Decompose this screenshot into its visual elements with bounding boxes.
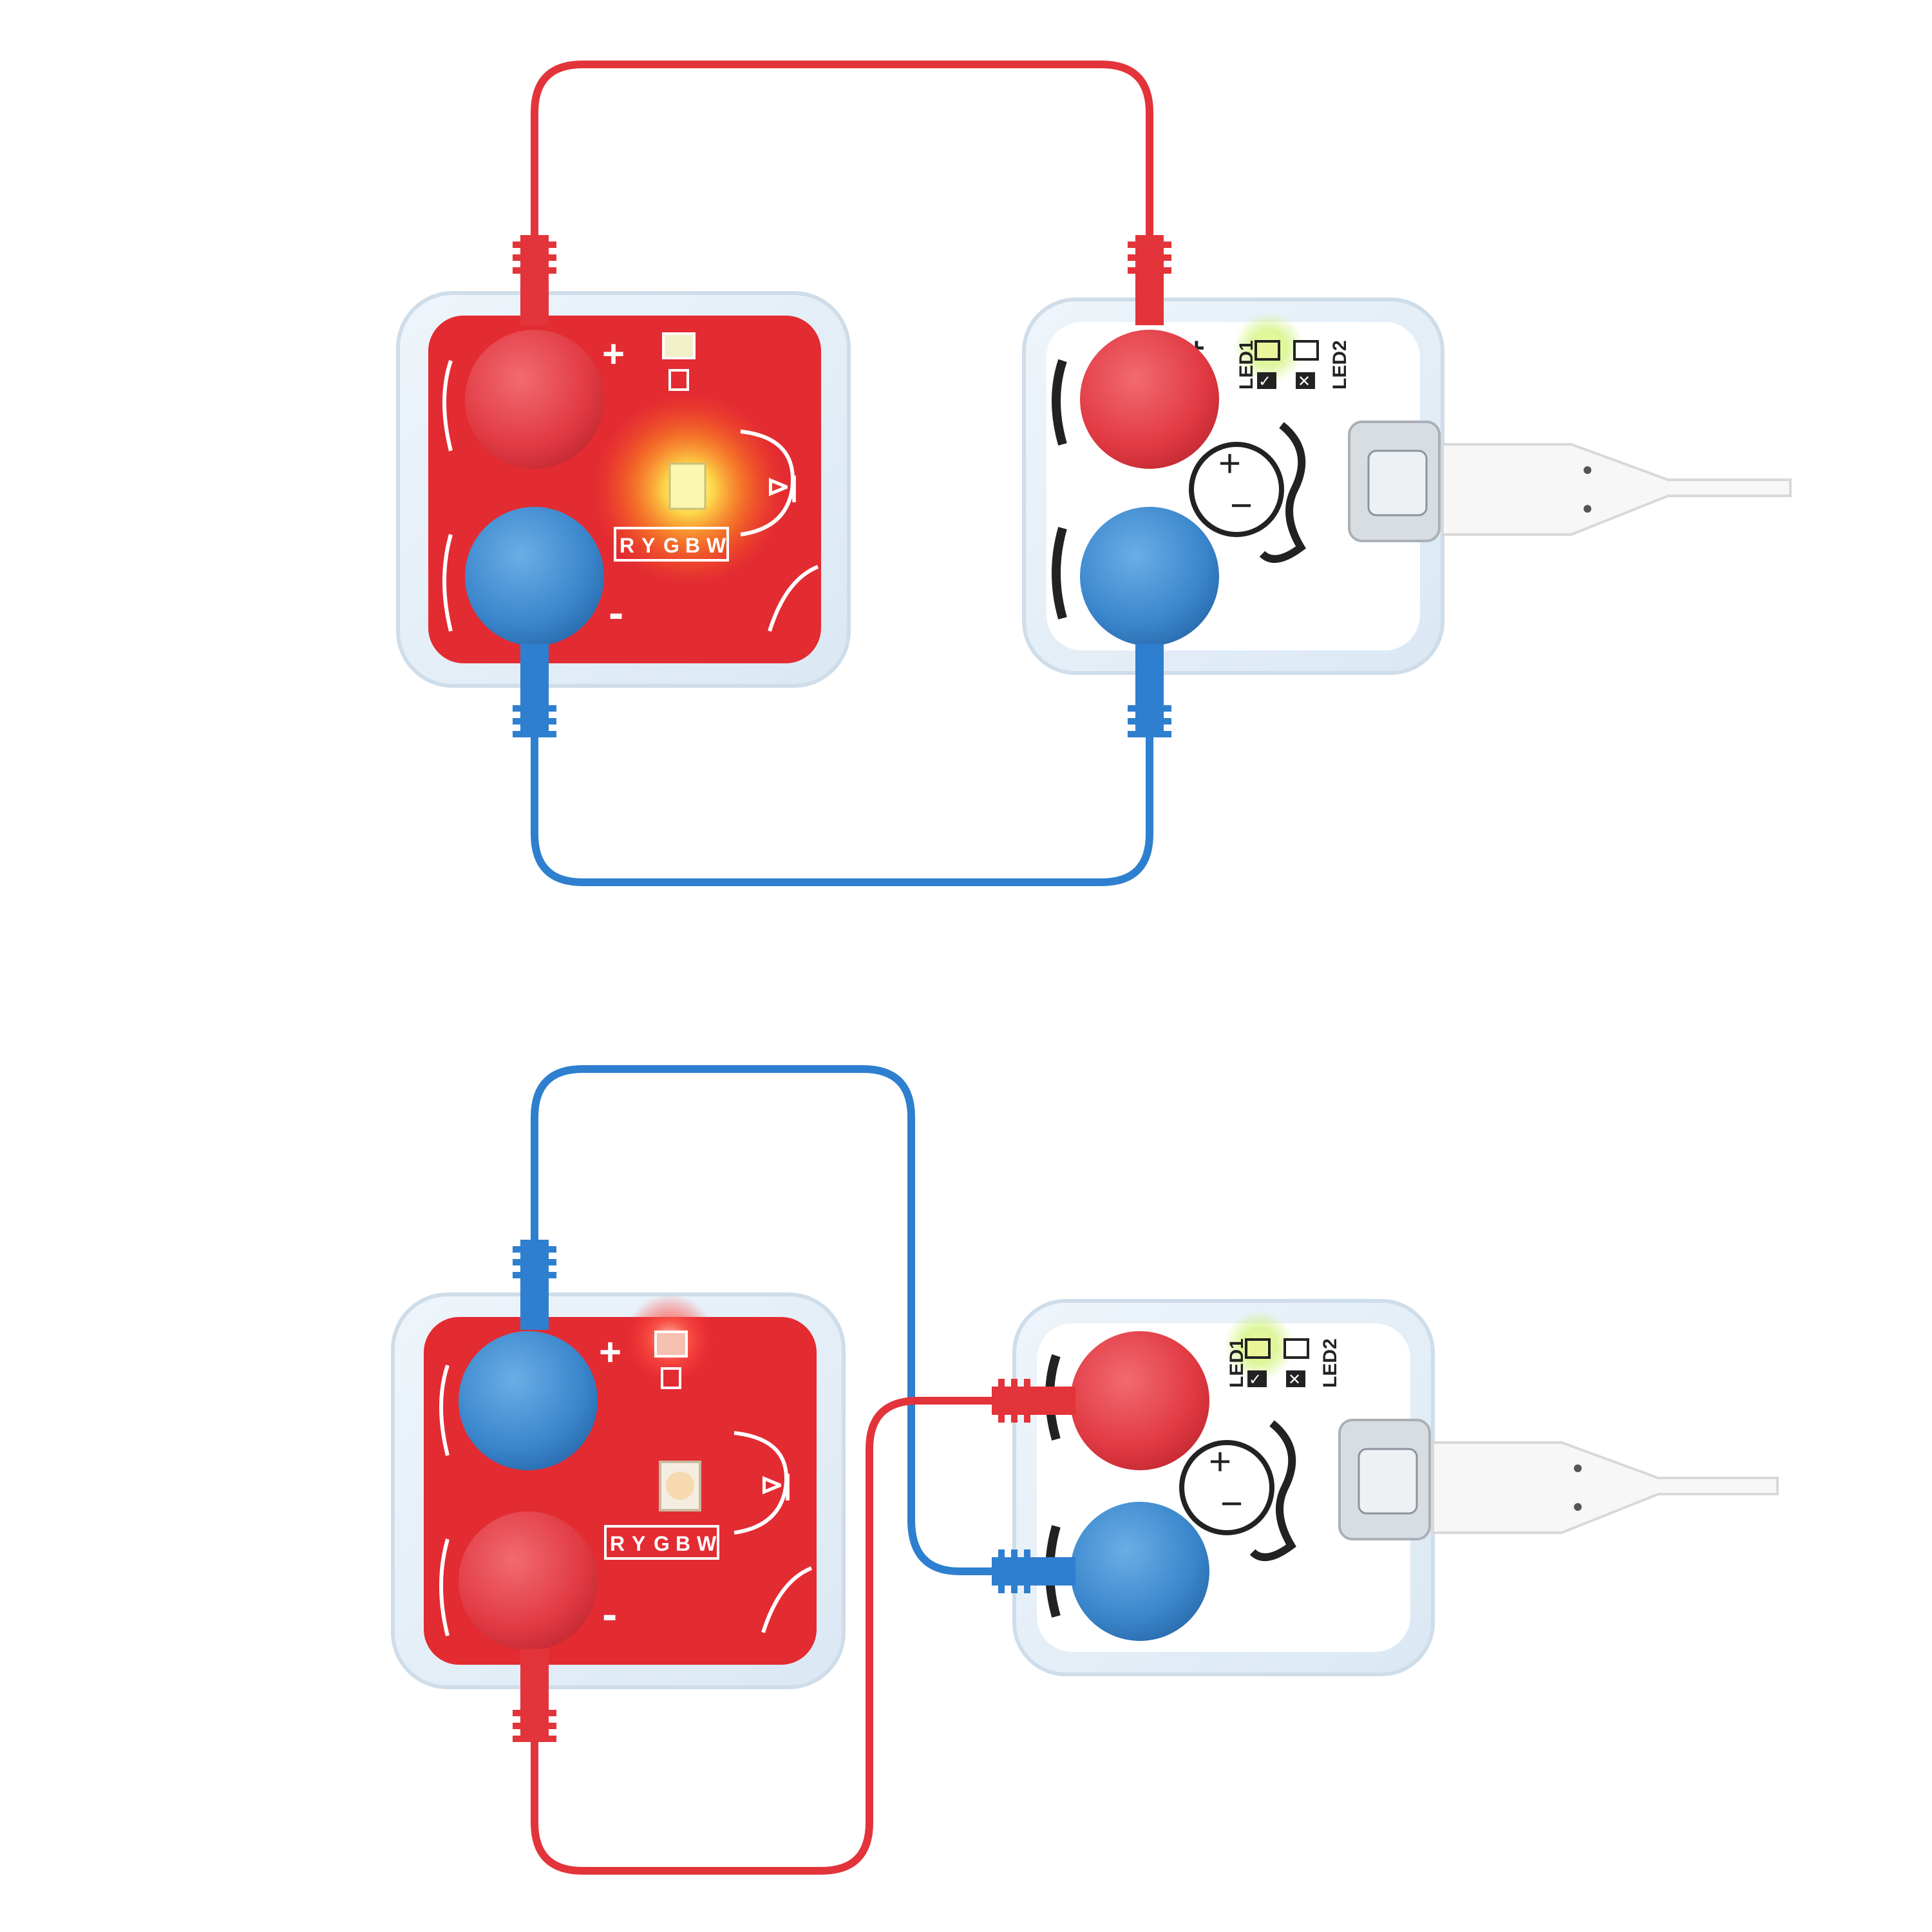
silk-leaf (768, 565, 819, 632)
fail-box (1286, 1370, 1305, 1387)
top-red-wire (531, 61, 1153, 258)
face-mustache (1249, 1420, 1296, 1561)
indicator-led (662, 332, 696, 359)
code-r: R (620, 534, 634, 557)
bottom-red-connector-right (992, 1379, 1075, 1423)
color-code-strip: R Y G B W (614, 527, 729, 562)
ok-box (1247, 1370, 1267, 1387)
bottom-blue-connector-left (513, 1240, 556, 1330)
silk-loop (734, 1431, 788, 1535)
plus-snap-button[interactable] (465, 330, 604, 469)
led-module[interactable]: + - ⊳| R Y G B W (396, 291, 851, 688)
bottom-blue-wire (531, 1065, 1009, 1575)
fail-box (1296, 372, 1315, 389)
face-minus: − (1220, 1482, 1243, 1525)
top-blue-connector-right (1128, 644, 1171, 737)
led2-label: LED2 (1329, 340, 1350, 390)
led2-indicator (1293, 340, 1319, 361)
bottom-blue-connector-right (992, 1549, 1075, 1593)
led1-label: LED1 (1236, 340, 1257, 390)
indicator-led (654, 1331, 688, 1358)
usb-c-connector-icon[interactable] (1348, 421, 1441, 542)
silk-bracket (442, 360, 453, 451)
color-code-strip: R Y G B W (604, 1525, 719, 1560)
minus-snap-button[interactable] (1070, 1502, 1209, 1641)
code-w: W (706, 534, 726, 557)
silk-loop (740, 430, 795, 536)
led1-indicator (1255, 340, 1280, 361)
silk-bracket (442, 534, 453, 632)
minus-snap-button[interactable] (459, 1511, 598, 1651)
top-red-connector-right (1128, 235, 1171, 325)
face-eyebrow (1052, 359, 1067, 446)
plus-snap-button[interactable] (459, 1331, 598, 1470)
silk-leaf (761, 1566, 813, 1633)
ok-box (1257, 372, 1276, 389)
plus-label: + (602, 332, 625, 375)
silk-bracket (439, 1539, 450, 1636)
bottom-red-wire (531, 1397, 1009, 1875)
diode-symbol: ⊳| (760, 1469, 791, 1501)
usb-cable-icon (1441, 443, 1792, 536)
main-led-chip (666, 1472, 694, 1500)
top-circuit: + - ⊳| R Y G B W (396, 61, 1792, 886)
face-plus: + (1209, 1440, 1231, 1483)
code-b: B (676, 1532, 690, 1555)
bottom-circuit: + - ⊳| R Y G B W (391, 1065, 1779, 1875)
code-y: Y (641, 534, 655, 557)
ok-glyph: ✓ (1249, 1371, 1262, 1388)
fail-glyph: ✕ (1288, 1371, 1301, 1388)
main-led (668, 462, 706, 510)
code-g: G (654, 1532, 670, 1555)
top-blue-connector-left (513, 644, 556, 737)
ok-glyph: ✓ (1258, 373, 1271, 390)
silk-bracket (439, 1365, 450, 1456)
bottom-red-connector-left (513, 1649, 556, 1742)
face-minus: − (1230, 484, 1253, 527)
usb-c-connector-icon[interactable] (1338, 1419, 1431, 1540)
top-red-connector-left (513, 235, 556, 325)
code-r: R (610, 1532, 625, 1555)
diode-symbol: ⊳| (766, 471, 798, 503)
minus-label: - (602, 1589, 617, 1639)
face-mustache (1259, 422, 1306, 563)
face-circle (1179, 1440, 1274, 1535)
code-w: W (697, 1532, 717, 1555)
minus-snap-button[interactable] (465, 507, 604, 646)
plus-snap-button[interactable] (1080, 330, 1219, 469)
code-b: B (685, 534, 700, 557)
face-plus: + (1218, 442, 1241, 485)
plus-label: + (599, 1331, 621, 1374)
code-y: Y (632, 1532, 645, 1555)
power-module[interactable]: + − + ✓ ✕ LED1 LED2 (1022, 298, 1444, 675)
usb-cable-icon (1432, 1441, 1779, 1534)
face-eyebrow (1052, 527, 1067, 620)
minus-label: - (609, 587, 623, 638)
code-g: G (663, 534, 679, 557)
led2-indicator (1283, 1338, 1309, 1359)
led1-indicator (1245, 1338, 1271, 1359)
fail-glyph: ✕ (1298, 373, 1311, 390)
led1-label: LED1 (1226, 1338, 1247, 1388)
plus-snap-button[interactable] (1070, 1331, 1209, 1470)
power-module[interactable]: + − ✓ ✕ LED1 LED2 (1012, 1299, 1435, 1676)
face-circle (1189, 442, 1284, 537)
indicator-pad (661, 1367, 681, 1389)
indicator-pad (668, 369, 689, 391)
minus-snap-button[interactable] (1080, 507, 1219, 646)
led2-label: LED2 (1320, 1338, 1341, 1388)
top-blue-wire (531, 724, 1153, 886)
led-module[interactable]: + - ⊳| R Y G B W (391, 1293, 846, 1689)
